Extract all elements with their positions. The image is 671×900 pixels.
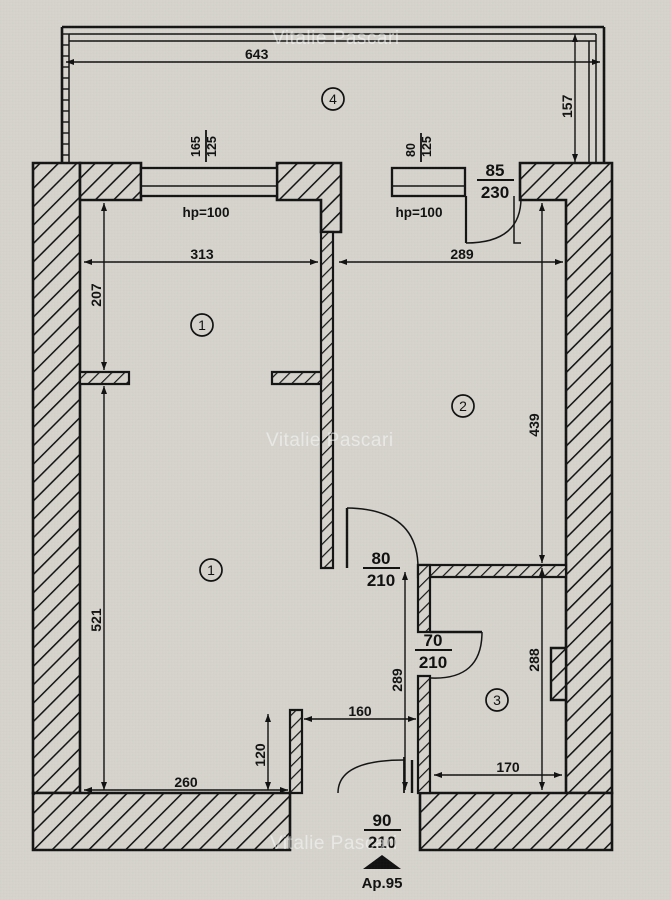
door-room3-fraction: 70 210 (415, 631, 452, 672)
room-badge-1-top-label: 1 (198, 317, 206, 333)
dim-313-label: 313 (190, 246, 214, 262)
door-room2 (345, 507, 419, 569)
interior-walls (78, 230, 568, 795)
hp-label-right: hp=100 (396, 205, 443, 220)
balcony-door-height: 230 (481, 183, 509, 202)
entry-door-width: 90 (373, 811, 392, 830)
entry-door-fraction: 90 210 (364, 811, 401, 852)
entry-door-height: 210 (368, 833, 396, 852)
dim-170-label: 170 (496, 759, 520, 775)
door-room3-width: 70 (424, 631, 443, 650)
door-room3-height: 210 (419, 653, 447, 672)
door-room2-width: 80 (372, 549, 391, 568)
room-badge-2-label: 2 (459, 398, 467, 414)
window-left-fraction: 165 125 (189, 130, 219, 162)
door-room2-height: 210 (367, 571, 395, 590)
room-badge-1-top: 1 (190, 313, 214, 337)
balcony-door-width: 85 (486, 161, 505, 180)
balcony-door-fraction: 85 230 (477, 161, 514, 202)
window-right-height: 125 (420, 136, 434, 157)
room-badge-3: 3 (485, 688, 509, 712)
dim-439-label: 439 (526, 413, 542, 437)
door-room3 (430, 630, 483, 679)
room-badge-4-label: 4 (329, 91, 337, 107)
door-room2-fraction: 80 210 (363, 549, 400, 590)
dim-289-width-label: 289 (450, 246, 474, 262)
balcony-door (464, 195, 522, 244)
entry-door (337, 757, 414, 794)
dim-160-label: 160 (348, 703, 372, 719)
exterior-walls (31, 161, 614, 852)
window-left-height: 125 (205, 136, 219, 157)
dim-289-corridor-label: 289 (389, 668, 405, 692)
window-right (390, 166, 467, 198)
window-left-width: 165 (189, 136, 203, 157)
balcony-outline (60, 25, 606, 172)
window-left (139, 166, 279, 198)
hp-label-left: hp=100 (183, 205, 230, 220)
dim-643-label: 643 (245, 46, 269, 62)
room-badge-3-label: 3 (493, 692, 501, 708)
dim-207-label: 207 (88, 283, 104, 307)
window-right-width: 80 (404, 143, 418, 157)
dim-521-label: 521 (88, 608, 104, 632)
dim-157-label: 157 (559, 94, 575, 118)
window-right-fraction: 80 125 (404, 133, 434, 162)
dim-260-label: 260 (174, 774, 198, 790)
room-badge-4: 4 (321, 87, 345, 111)
room-badge-2: 2 (451, 394, 475, 418)
dim-120-label: 120 (252, 743, 268, 767)
entry-marker: Ap.95 (362, 855, 403, 892)
room-badge-1-bottom-label: 1 (207, 562, 215, 578)
room-badge-1-bottom: 1 (199, 558, 223, 582)
apartment-label: Ap.95 (362, 875, 403, 892)
dim-288-label: 288 (526, 648, 542, 672)
